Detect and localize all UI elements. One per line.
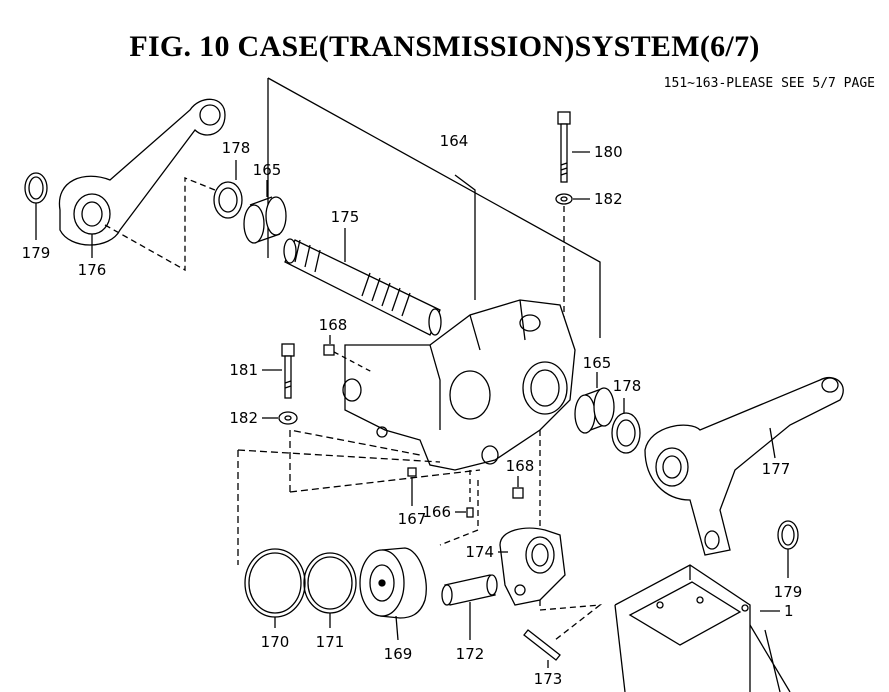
bracket-line	[267, 77, 601, 338]
lever-arm-176	[58, 98, 226, 246]
callout-182b: 182	[229, 409, 258, 427]
callout-170: 170	[261, 633, 290, 651]
dash-leader	[104, 177, 216, 272]
piston-169	[359, 547, 427, 619]
callout-171: 171	[316, 633, 345, 651]
callout-166: 166	[422, 503, 451, 521]
page-reference-note: 151~163-PLEASE SEE 5/7 PAGE	[663, 76, 875, 91]
bolt-181	[281, 343, 295, 399]
callout-175: 175	[331, 208, 360, 226]
washer-182b	[278, 411, 298, 425]
callout-177: 177	[762, 460, 791, 478]
lever-arm-177	[644, 376, 844, 556]
seal-178b	[611, 412, 641, 454]
callout-178b: 178	[613, 377, 642, 395]
transmission-case-1	[614, 564, 791, 692]
callout-181: 181	[229, 361, 258, 379]
bushing-165a	[243, 196, 287, 244]
callout-176: 176	[78, 261, 107, 279]
pin-173	[523, 629, 561, 661]
dash-leader	[237, 449, 441, 463]
plug-168b	[512, 487, 524, 499]
plug-167	[407, 467, 417, 477]
snap-ring-179b	[777, 520, 799, 550]
figure-title: FIG. 10 CASE(TRANSMISSION)SYSTEM(6/7)	[129, 30, 760, 63]
callout-168a: 168	[319, 316, 348, 334]
snap-ring-179a	[24, 172, 48, 240]
callout-178a: 178	[222, 139, 251, 157]
callout-labels: 178 165 164 180 182 179 176 175 168 181 …	[22, 132, 803, 688]
callout-174: 174	[465, 543, 494, 561]
callout-167: 167	[398, 510, 427, 528]
callout-179a: 179	[22, 244, 51, 262]
arm-174	[499, 527, 566, 606]
bushing-165b	[574, 387, 615, 434]
callout-172: 172	[456, 645, 485, 663]
dash-leader	[289, 469, 481, 493]
leader-169	[395, 615, 399, 641]
callout-165a: 165	[253, 161, 282, 179]
dash-leader	[539, 430, 603, 641]
plug-168a	[323, 344, 335, 356]
bolt-180	[557, 111, 571, 183]
o-ring-170	[244, 548, 306, 618]
leader-164	[454, 174, 476, 300]
washer-182a	[555, 193, 573, 205]
seal-178a	[213, 181, 243, 219]
pin-166	[466, 507, 474, 518]
callout-165b: 165	[583, 354, 612, 372]
callout-180: 180	[594, 143, 623, 161]
dash-leader	[439, 480, 479, 546]
dash-leader	[289, 429, 421, 492]
transmission-case-164	[342, 299, 576, 471]
callout-168b: 168	[506, 457, 535, 475]
shaft-175	[283, 238, 442, 336]
callout-164: 164	[440, 132, 469, 150]
leader-177	[769, 427, 776, 459]
callout-182a: 182	[594, 190, 623, 208]
callout-1: 1	[784, 602, 794, 620]
pin-172	[441, 574, 498, 606]
callout-173: 173	[534, 670, 563, 688]
callout-179b: 179	[774, 583, 803, 601]
dash-leader	[333, 351, 373, 373]
callout-169: 169	[384, 645, 413, 663]
o-ring-171	[303, 552, 357, 614]
